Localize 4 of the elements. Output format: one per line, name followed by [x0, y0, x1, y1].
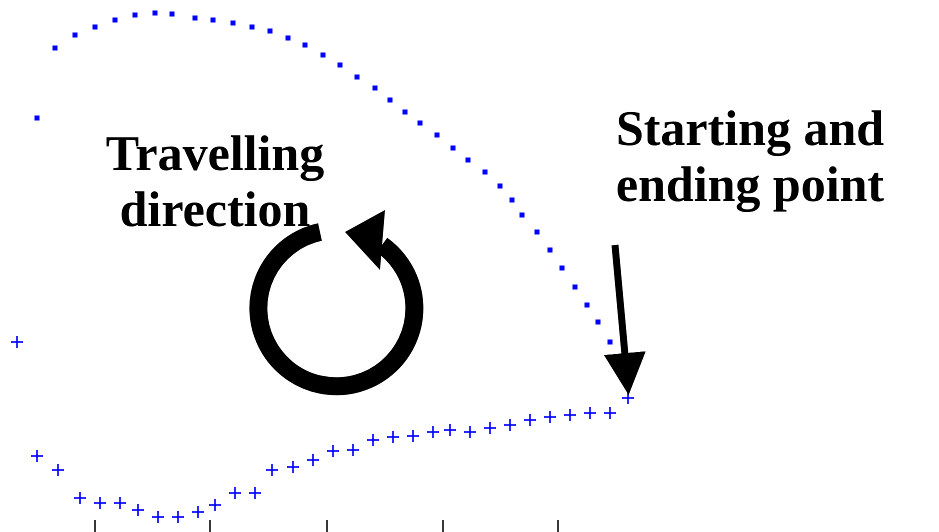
leader-arrow	[604, 244, 646, 395]
plus-marker	[622, 392, 634, 404]
direction-label: Travelling direction	[104, 125, 326, 237]
annotation-text: Starting and ending point	[570, 100, 930, 212]
